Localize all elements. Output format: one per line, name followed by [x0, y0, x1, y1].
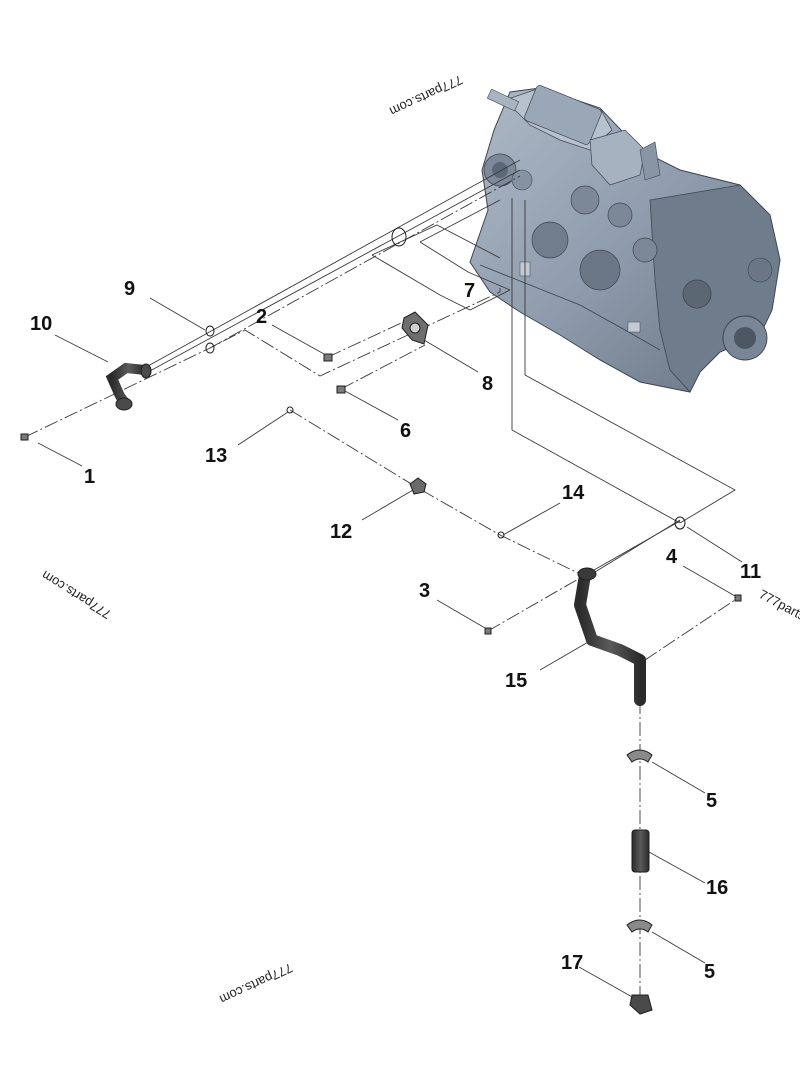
callout-5-bottom: 5 [704, 961, 715, 983]
callout-pointers [37, 297, 743, 999]
callout-10: 9 [124, 278, 135, 300]
part-5-clamp-top [626, 749, 653, 763]
part-10-oring-a [205, 325, 215, 337]
callout-15: 14 [562, 482, 585, 504]
watermark-bottom: 777parts.com [217, 960, 295, 1007]
callout-9: 17 [561, 952, 583, 974]
callout-2: 2 [256, 306, 267, 328]
callout-5-top: 5 [706, 790, 717, 812]
callout-6: 6 [400, 420, 411, 442]
callout-1: 1 [84, 466, 95, 488]
callout-12: 11 [740, 561, 761, 583]
watermark-top: 777parts.com [387, 72, 465, 119]
part-10-oring-b [205, 342, 215, 354]
part-4-bolt [734, 594, 742, 602]
part-6-bolt [336, 385, 346, 394]
callout-11: 10 [30, 313, 52, 335]
engine-block-illustration [469, 85, 781, 393]
callout-labels: 10 9 1 2 7 8 6 13 12 14 4 11 3 15 5 16 5… [30, 278, 761, 983]
callout-16: 15 [505, 670, 527, 692]
part-14-ring [286, 406, 294, 414]
part-7-oring [391, 227, 407, 247]
callout-8: 8 [482, 373, 493, 395]
part-1-bolt [20, 433, 29, 441]
watermark-left: 777parts.com [39, 568, 114, 622]
parts [20, 227, 742, 1015]
part-13-fitting [409, 477, 427, 495]
callout-3: 3 [419, 580, 430, 602]
watermark-right-clipped: 777parts.c [757, 586, 800, 628]
part-3-bolt [484, 627, 492, 635]
part-17-hose [631, 829, 650, 873]
part-16-hose [574, 569, 646, 706]
callout-7: 7 [464, 280, 475, 302]
part-5-clamp-bottom [626, 919, 653, 933]
part-2-bolt [323, 353, 333, 362]
part-9-elbow [629, 994, 653, 1015]
callout-13: 12 [330, 521, 352, 543]
callout-14: 13 [205, 445, 227, 467]
callout-4: 4 [666, 546, 678, 568]
part-12-oring [674, 516, 686, 530]
callout-17: 16 [706, 877, 728, 899]
part-15-ring [497, 531, 505, 539]
